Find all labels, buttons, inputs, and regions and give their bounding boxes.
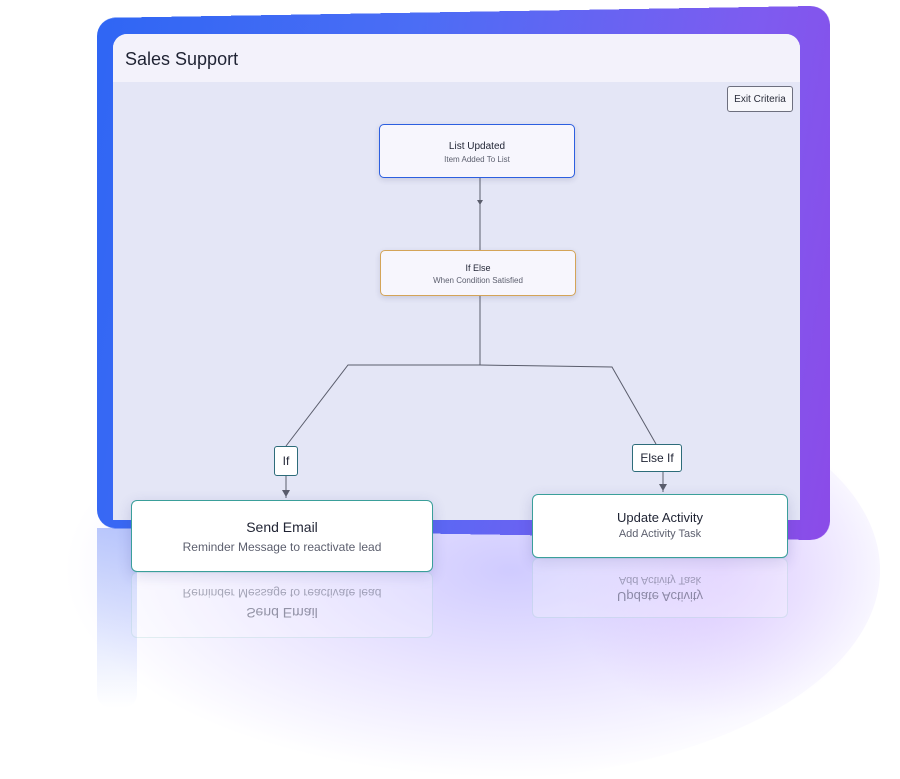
update-activity-reflection: Update Activity Add Activity Task [532,558,788,618]
workflow-window: Sales Support Exit Criteria [113,34,800,520]
update-activity-title: Update Activity [617,510,703,525]
frame-reflection [97,528,137,708]
send-email-reflection-subtitle: Reminder Message to reactivate lead [182,586,382,600]
update-activity-subtitle: Add Activity Task [618,528,702,540]
condition-node-title: If Else [465,263,491,273]
exit-criteria-button[interactable]: Exit Criteria [727,86,793,112]
arrow-down-icon [659,484,667,491]
action-card-update-activity[interactable]: Update Activity Add Activity Task [532,494,788,558]
action-card-send-email[interactable]: Send Email Reminder Message to reactivat… [131,500,433,572]
trigger-node-subtitle: Item Added To List [444,155,510,164]
connector-branch-right [479,364,657,445]
connector-branch-left [285,364,480,447]
arrow-down-icon [477,200,483,205]
send-email-reflection: Send Email Reminder Message to reactivat… [131,572,433,638]
update-activity-reflection-subtitle: Add Activity Task [618,574,702,586]
send-email-subtitle: Reminder Message to reactivate lead [182,540,382,554]
workflow-title: Sales Support [125,49,239,69]
arrow-down-icon [282,490,290,497]
condition-node-subtitle: When Condition Satisfied [433,276,523,285]
send-email-reflection-title: Send Email [246,605,318,621]
trigger-node-list-updated[interactable]: List Updated Item Added To List [379,124,575,178]
condition-node-if-else[interactable]: If Else When Condition Satisfied [380,250,576,296]
title-bar: Sales Support [113,34,800,82]
send-email-title: Send Email [246,519,318,535]
branch-label-else-if[interactable]: Else If [632,444,682,472]
trigger-node-title: List Updated [448,141,506,152]
branch-label-if[interactable]: If [274,446,298,476]
update-activity-reflection-title: Update Activity [617,589,703,604]
